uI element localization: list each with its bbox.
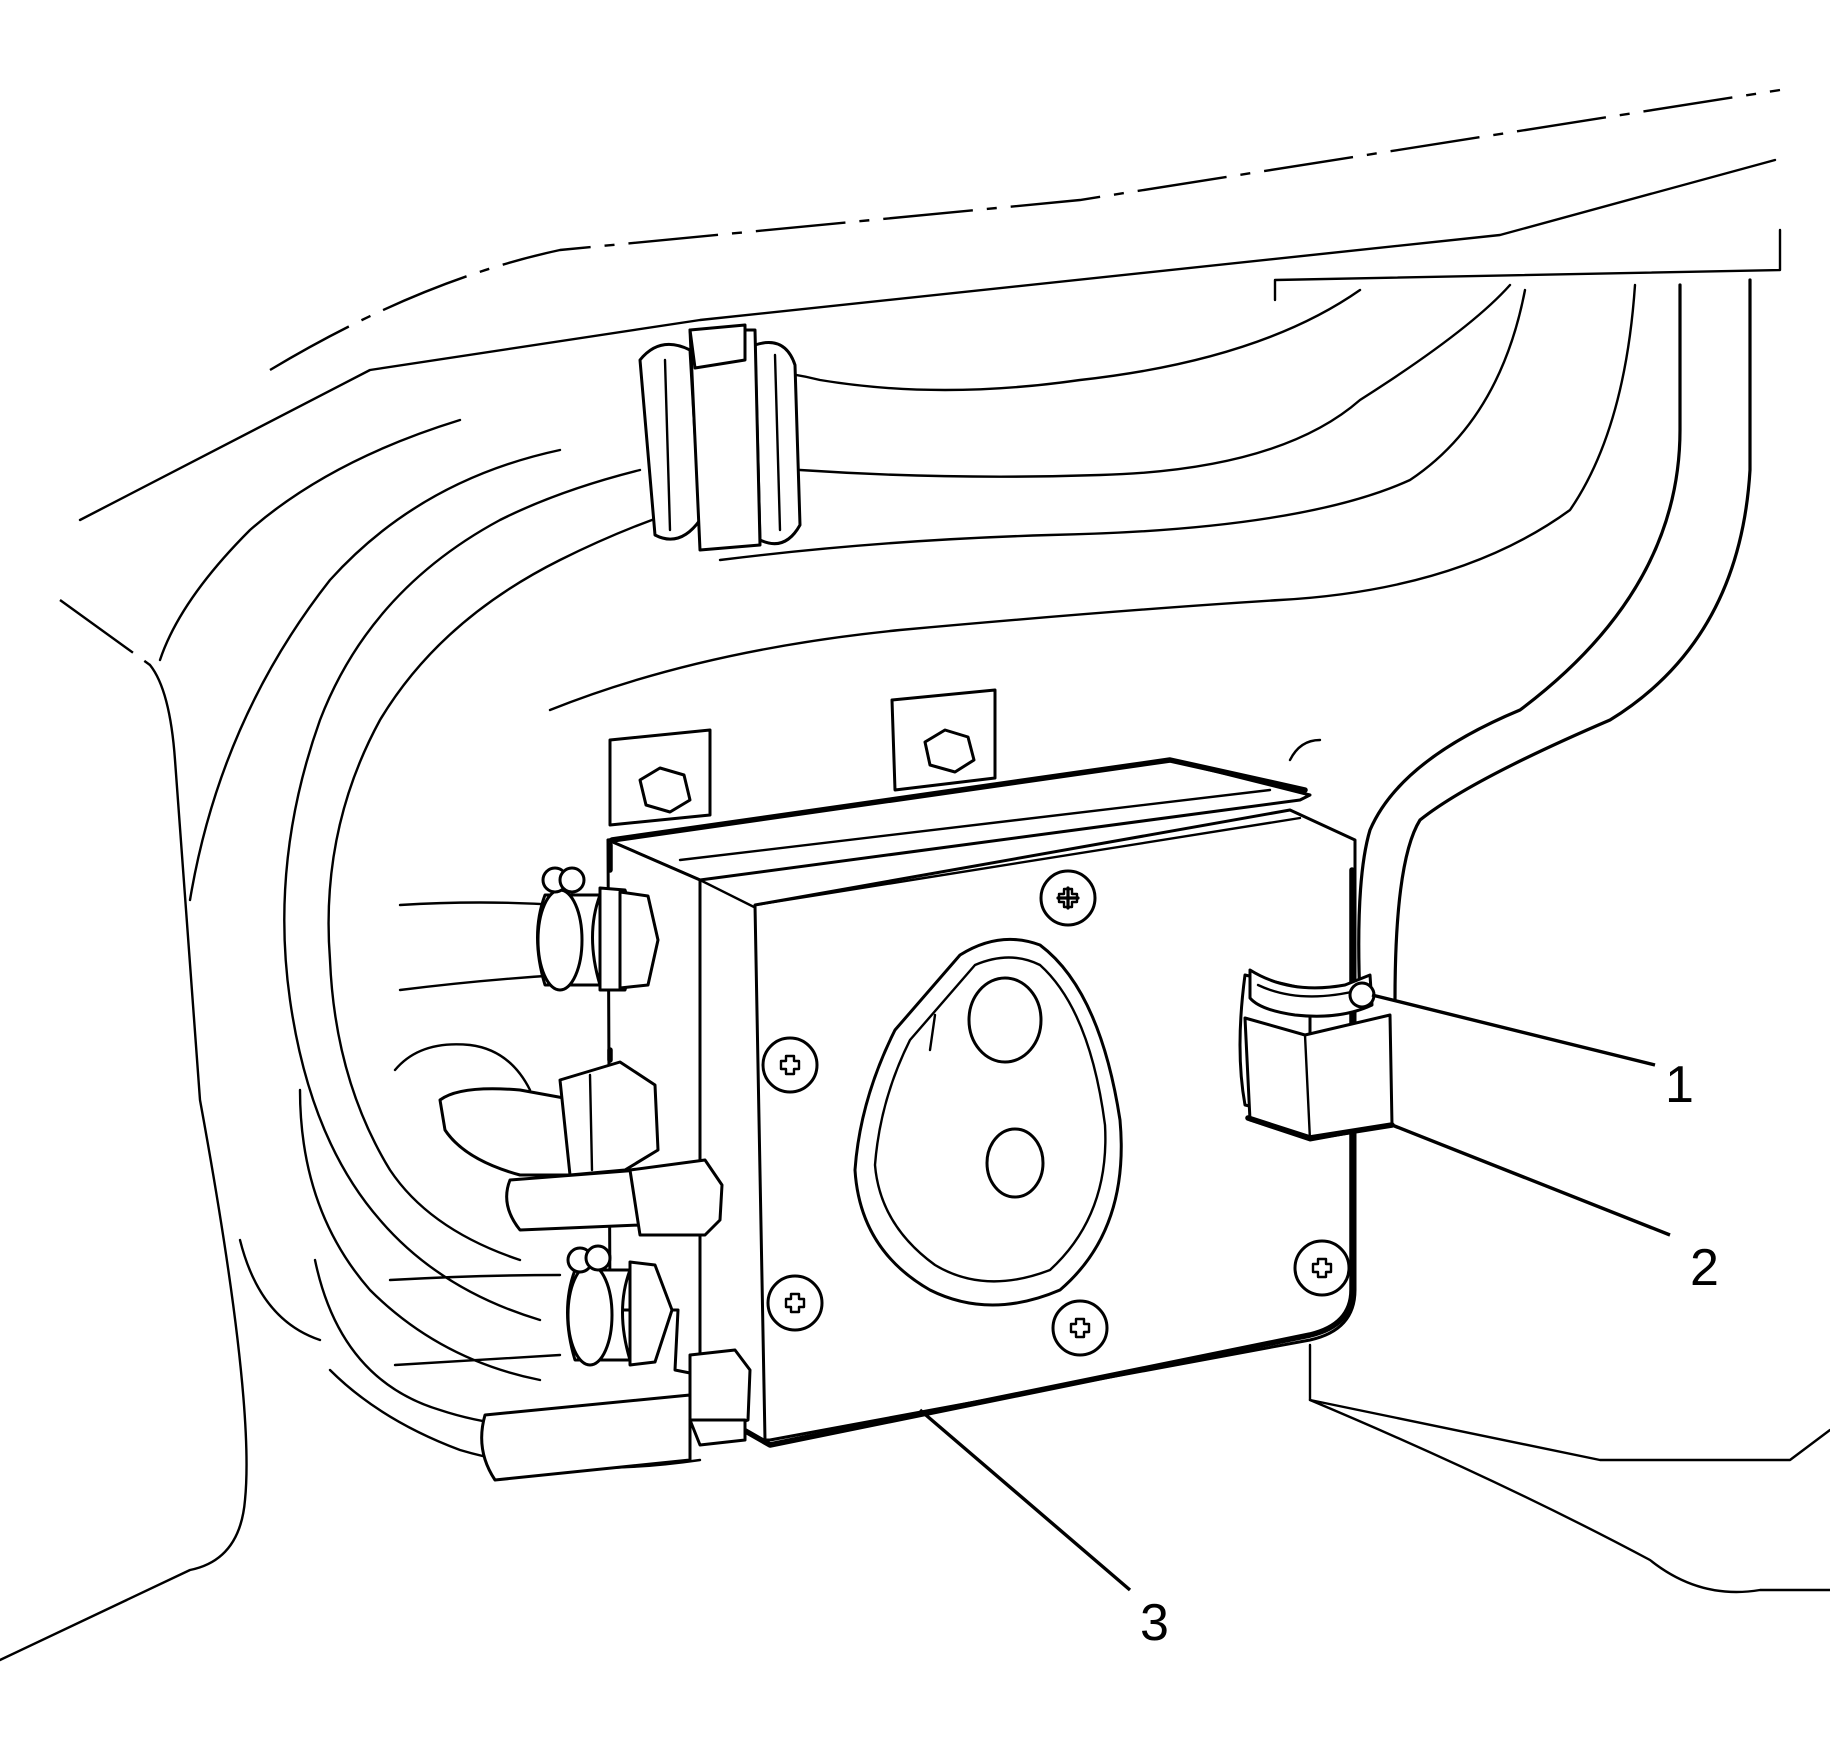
screw-left-lower [766,1274,824,1332]
right-hose [1288,278,1752,1002]
valve-plate [853,937,1123,1307]
leader-2 [1391,1123,1671,1237]
hex-bolt-right [923,728,976,774]
screw-top [1039,869,1097,927]
hex-bolt-left [638,766,692,814]
leader-3 [918,1408,1132,1592]
port-upper [967,976,1043,1064]
screw-left-upper [761,1036,819,1094]
screw-bottom [1051,1299,1109,1357]
body-contours [0,88,1830,1662]
housing-outline [609,757,1308,843]
right-clamp-assembly [1238,968,1395,1142]
screw-right [1293,1239,1351,1297]
port-lower [985,1127,1045,1199]
callout-1: 1 [1665,1056,1694,1114]
phillips-screws [761,869,1351,1357]
leader-lines [918,993,1671,1592]
mounting-brackets [608,688,997,827]
callout-3: 3 [1140,1594,1169,1652]
hose-clamp [1248,968,1374,1018]
hose-bracket [1243,1013,1394,1142]
hose-grommet [638,323,802,552]
callout-2: 2 [1690,1239,1719,1297]
left-fittings [388,866,752,1482]
callout-labels: 1 2 3 [1140,1056,1719,1652]
leader-1 [1371,993,1656,1067]
hose-bundle [283,283,1637,1470]
